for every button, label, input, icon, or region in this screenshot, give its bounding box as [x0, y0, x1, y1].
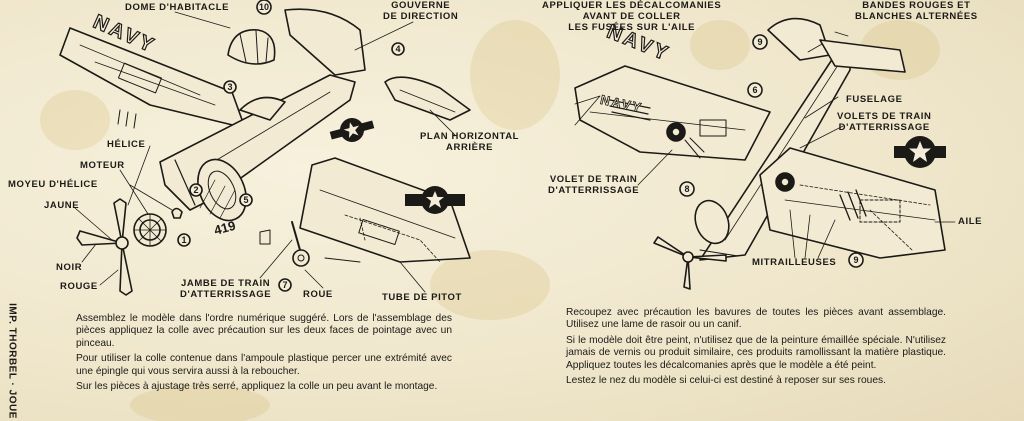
- part-number-5: 5: [243, 195, 248, 205]
- label-propeller-hub: MOYEU D'HÉLICE: [8, 179, 98, 190]
- left-lower-wing: [299, 157, 471, 263]
- glue-stain: [40, 90, 110, 150]
- glue-stain: [430, 250, 550, 320]
- horizontal-stabilizer: [384, 76, 471, 121]
- label-black: NOIR: [56, 262, 83, 273]
- left-upper-wing: [59, 27, 246, 129]
- part-number-1: 1: [181, 235, 186, 245]
- part-number-10: 10: [259, 2, 269, 12]
- part-number-9b: 9: [853, 255, 858, 265]
- aircraft-code: 419: [212, 218, 237, 238]
- right-instructions: Recoupez avec précaution les bavures de …: [566, 307, 946, 387]
- label-horizontal-stabilizer: PLAN HORIZONTAL ARRIÈRE: [420, 131, 520, 153]
- label-pitot-tube: TUBE DE PITOT: [382, 292, 462, 303]
- label-gear-doors: VOLETS DE TRAIN D'ATTERRISSAGE: [837, 111, 932, 133]
- instruction-paragraph: Si le modèle doit être peint, n'utilisez…: [566, 334, 946, 371]
- label-landing-gear-leg: JAMBE DE TRAIN D'ATTERRISSAGE: [180, 278, 272, 300]
- left-tail-fin: [284, 8, 366, 76]
- roundel-left-lower: [405, 186, 465, 214]
- part-number-7: 7: [282, 280, 287, 290]
- part-number-9a: 9: [757, 37, 762, 47]
- instruction-paragraph: Assemblez le modèle dans l'ordre numériq…: [76, 313, 452, 349]
- label-engine: MOTEUR: [80, 160, 125, 171]
- part-number-6: 6: [752, 85, 757, 95]
- part-number-2: 2: [193, 185, 198, 195]
- part-number-4: 4: [395, 44, 400, 54]
- instruction-paragraph: Recoupez avec précaution les bavures de …: [566, 307, 946, 331]
- label-fuselage: FUSELAGE: [846, 94, 903, 105]
- left-wheel: [292, 249, 310, 267]
- instruction-paragraph: Lestez le nez du modèle si celui-ci est …: [566, 375, 886, 387]
- label-red: ROUGE: [60, 281, 98, 292]
- part-number-8: 8: [684, 184, 689, 194]
- propeller-hub: [171, 207, 183, 219]
- printer-imprint-text: IMP. THORBEL · JOUE: [6, 302, 18, 419]
- label-propeller: HÉLICE: [107, 139, 146, 150]
- label-wing: AILE: [958, 216, 983, 227]
- right-propeller: [653, 236, 727, 290]
- glue-stain: [130, 385, 270, 421]
- label-cockpit-dome: DOME D'HABITACLE: [125, 2, 230, 13]
- instruction-paragraph: Sur les pièces à ajustage très serré, ap…: [76, 381, 438, 393]
- label-stripes: BANDES ROUGES ET BLANCHES ALTERNÉES: [855, 0, 978, 22]
- label-wheel: ROUE: [303, 289, 333, 300]
- label-yellow: JAUNE: [44, 200, 80, 211]
- roundel-right: [894, 136, 946, 168]
- instruction-paragraph: Pour utiliser la colle contenue dans l'a…: [76, 353, 452, 377]
- part-number-3: 3: [227, 82, 232, 92]
- cockpit-dome: [227, 29, 276, 65]
- engine-disc: [133, 213, 167, 247]
- roundel-left-fuselage: [329, 118, 375, 142]
- glue-stain: [690, 20, 750, 70]
- left-instructions: Assemblez le modèle dans l'ordre numériq…: [76, 313, 452, 393]
- label-machine-guns: MITRAILLEUSES: [752, 257, 837, 268]
- label-apply-decals: APPLIQUER LES DÉCALCOMANIES AVANT DE COL…: [542, 0, 722, 33]
- right-wing-left: [574, 65, 771, 161]
- propeller: [76, 198, 133, 296]
- printer-imprint: IMP. THORBEL · JOUE: [2, 300, 22, 421]
- right-horizontal-tail: [819, 39, 906, 73]
- label-gear-door: VOLET DE TRAIN D'ATTERRISSAGE: [548, 174, 640, 196]
- glue-stain: [470, 20, 560, 130]
- label-rudder: GOUVERNE DE DIRECTION: [383, 0, 459, 22]
